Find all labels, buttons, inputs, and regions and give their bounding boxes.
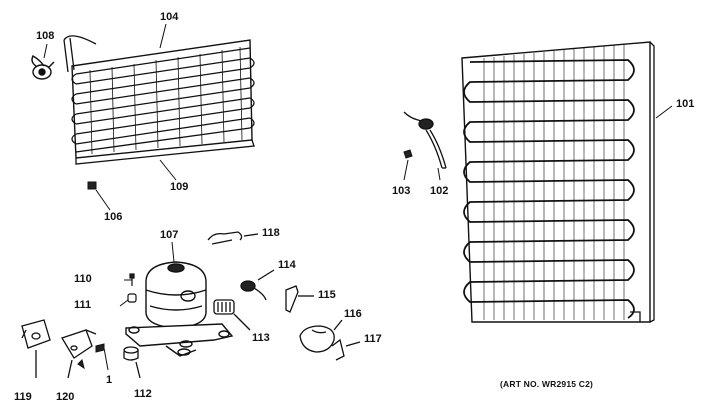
callout-117: 117 xyxy=(364,333,382,345)
callout-114: 114 xyxy=(278,259,296,271)
callout-109: 109 xyxy=(170,181,189,193)
part-108-clip xyxy=(31,55,55,80)
part-113-relay xyxy=(213,299,251,331)
callout-104: 104 xyxy=(160,11,179,23)
part-104-condenser xyxy=(63,35,255,165)
callout-112: 112 xyxy=(134,388,152,400)
callout-115: 115 xyxy=(318,289,336,301)
callout-102: 102 xyxy=(430,185,449,197)
part-110-screw xyxy=(124,273,135,286)
leader-lines-right xyxy=(403,159,441,181)
leader-101 xyxy=(655,105,673,119)
callout-113: 113 xyxy=(252,332,270,344)
callout-101: 101 xyxy=(676,98,695,110)
callout-103: 103 xyxy=(392,185,411,197)
art-number: (ART NO. WR2915 C2) xyxy=(500,379,594,389)
callout-110: 110 xyxy=(74,273,92,285)
callout-116: 116 xyxy=(344,308,362,320)
callout-1: 1 xyxy=(106,374,113,386)
part-102-drier xyxy=(403,111,447,169)
part-112-grommet xyxy=(123,346,141,379)
part-101-coil-panel xyxy=(461,41,655,323)
callout-119: 119 xyxy=(14,391,32,403)
part-107-compressor xyxy=(125,261,234,357)
part-118-bracket xyxy=(207,231,259,245)
callout-106: 106 xyxy=(104,211,123,223)
part-116-cover xyxy=(299,319,343,353)
part-119-cover xyxy=(21,319,51,378)
leader-107 xyxy=(171,241,175,263)
part-114-wire xyxy=(240,269,275,301)
part-120-bracket xyxy=(61,329,97,379)
callout-111: 111 xyxy=(74,299,92,311)
callout-107: 107 xyxy=(160,229,179,241)
part-117-clip xyxy=(331,338,361,361)
callout-120: 120 xyxy=(56,391,75,403)
part-103-clip xyxy=(403,149,413,159)
leader-lines-left xyxy=(43,23,177,211)
part-106-grommet xyxy=(87,181,97,190)
part-115-clip xyxy=(285,285,314,313)
part-111-grommet xyxy=(119,293,137,307)
callout-118: 118 xyxy=(262,227,280,239)
part-1-screw xyxy=(77,343,109,371)
callout-108: 108 xyxy=(36,30,55,42)
